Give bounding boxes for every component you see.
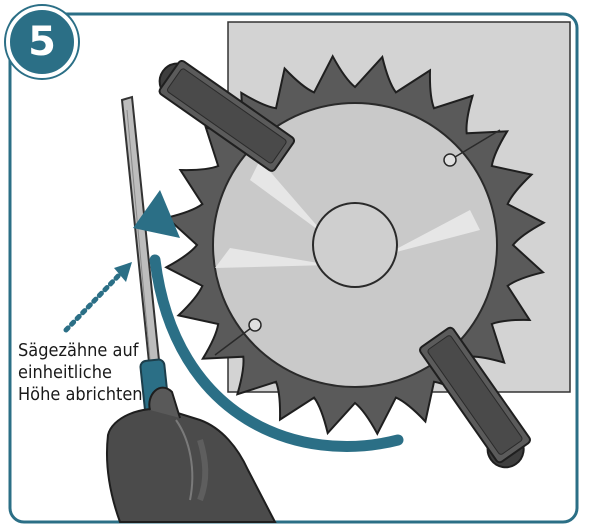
instruction-caption: Sägezähne auf einheitliche Höhe abrichte…: [18, 340, 168, 406]
expansion-slot: [214, 324, 256, 356]
saw-blade-hub: [312, 202, 398, 288]
caption-line-3: Höhe abrichten: [18, 384, 143, 405]
dotted-arrow-icon: [63, 262, 132, 333]
expansion-hole: [443, 153, 457, 167]
expansion-slot: [449, 129, 501, 161]
expansion-hole: [248, 318, 262, 332]
caption-line-1: Sägezähne auf: [18, 340, 139, 361]
clamp-icon: [419, 326, 531, 469]
curved-arrow-icon: [133, 190, 404, 452]
step-number-badge: 5: [6, 6, 78, 78]
clamp-icon: [158, 59, 296, 172]
gloved-hand-icon: [105, 386, 277, 523]
blade-highlight: [250, 160, 325, 235]
caption-line-2: einheitliche: [18, 362, 112, 383]
blade-highlight: [385, 210, 480, 255]
blade-highlight: [215, 248, 330, 268]
